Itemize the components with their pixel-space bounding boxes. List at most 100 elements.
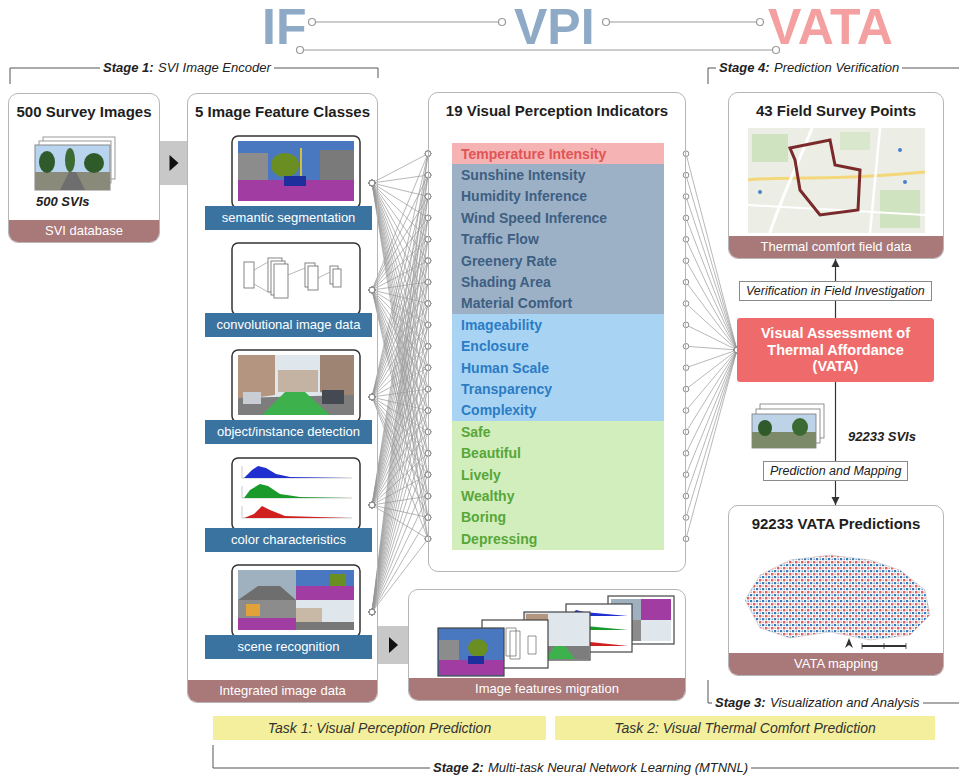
indicator-row: Shading Area [428,271,686,292]
joint-dot [369,502,375,508]
joint-dot [369,394,375,400]
joint-dot [369,394,375,400]
joint-dot [369,394,375,400]
connector-line [686,325,737,350]
indicator-row: Enclosure [428,336,686,357]
title-acronym: IF [262,2,306,52]
joint-dot [369,287,375,293]
connector-line [372,389,428,612]
indicator-label: Imageability [452,314,664,335]
indicator-row: Temperature Intensity [428,143,686,164]
indicator-label: Traffic Flow [452,229,664,250]
vata-box: Visual Assessment of Thermal Affordance … [737,318,934,382]
joint-dot [683,429,689,435]
joint-dot [369,502,375,508]
connector [369,172,431,186]
panel-heading: 19 Visual Perception Indicators [429,102,685,119]
joint-dot [369,609,375,615]
joint-dot [683,215,689,221]
joint-dot [369,609,375,615]
flow-tab [160,141,187,185]
feature-card: color characteristics [205,458,372,552]
stage-label: Multi-task Neural Network Learning (MTNN… [485,760,751,776]
indicator-row: Sunshine Intensity [428,164,686,185]
indicator-label: Shading Area [452,271,664,292]
indicator-row: Material Comfort [428,293,686,314]
indicator-row: Boring [428,507,686,528]
joint-dot [369,502,375,508]
title-acronym: VPI [514,2,595,52]
joint-dot [683,258,689,264]
connector-line [686,282,737,350]
joint-dot [369,394,375,400]
indicator-row: Transparency [428,378,686,399]
joint-dot [369,609,375,615]
arrow-head [170,155,179,171]
joint-dot [369,287,375,293]
feature-card: convolutional image data [205,243,372,337]
indicator-label: Wealthy [452,485,664,506]
joint-dot [683,408,689,414]
joint-dot [369,180,375,186]
indicator-row: Wind Speed Inference [428,207,686,228]
connector [683,301,740,353]
joint-dot [369,609,375,615]
connector [369,343,431,614]
indicator-label: Boring [452,507,664,528]
connector-line [835,382,836,505]
indicator-row: Lively [428,464,686,485]
connector [160,141,187,185]
joint-dot [369,180,375,186]
joint-dot [369,287,375,293]
connector [832,382,840,505]
joint-dot [369,180,375,186]
connector [369,365,431,615]
connector-line [372,346,428,612]
joint-dot [683,472,689,478]
connector-line [372,239,428,612]
indicator-label: Temperature Intensity [452,143,664,164]
indicator-row: Depressing [428,528,686,549]
connector-line [372,261,428,612]
feature-card: scene recognition [205,565,372,659]
panel-footer: Image features migration [409,678,685,700]
connector-line [686,196,737,350]
connector [683,343,740,352]
title-acronym: VATA [768,2,893,52]
connector-line [686,175,737,350]
joint-dot [369,394,375,400]
connector-line [372,154,428,505]
connector [369,386,431,615]
joint-dot [369,287,375,293]
stage-panel: 92233 VATA PredictionsVATA mapping [728,505,944,676]
indicator-label: Greenery Rate [452,250,664,271]
joint-dot [369,287,375,293]
joint-dot [369,609,375,615]
connector [369,450,431,614]
joint-dot [683,343,689,349]
scene-image [238,570,354,630]
connector [369,194,431,508]
joint-dot [369,180,375,186]
joint-dot [369,394,375,400]
joint-dot [683,365,689,371]
joint-dot [369,180,375,186]
connector-line [686,350,737,432]
connector [369,215,431,615]
connector [683,172,740,353]
joint-dot [369,394,375,400]
connector [683,347,740,434]
joint-dot [369,394,375,400]
joint-dot [683,536,689,542]
connector [369,429,431,615]
joint-dot [369,394,375,400]
connector-line [372,196,428,612]
connector [369,472,431,615]
indicator-label: Beautiful [452,443,664,464]
joint-dot [369,609,375,615]
joint-dot [683,194,689,200]
stage-label: Stage 1: [100,60,157,76]
connector [378,626,408,664]
indicator-label: Material Comfort [452,293,664,314]
joint-dot [683,450,689,456]
